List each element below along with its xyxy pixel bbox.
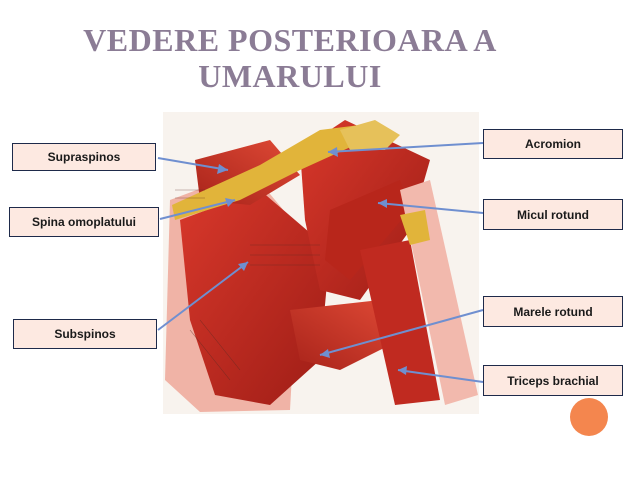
- title-line-1: VEDERE POSTERIOARA A: [83, 22, 497, 58]
- label-subspinos: Subspinos: [13, 319, 157, 349]
- label-text: Supraspinos: [47, 150, 121, 164]
- label-acromion: Acromion: [483, 129, 623, 159]
- acromion-bone: [340, 120, 400, 150]
- label-marele-rotund: Marele rotund: [483, 296, 623, 327]
- pointer-arrowheads: [217, 147, 407, 375]
- illustration-hatching: [175, 189, 320, 381]
- triceps-muscle: [360, 240, 440, 405]
- marele-rotund-muscle: [290, 300, 400, 370]
- tendon: [400, 210, 430, 245]
- label-text: Triceps brachial: [507, 373, 599, 388]
- title-line-2: UMARULUI: [198, 58, 382, 94]
- slide-title: VEDERE POSTERIOARA A UMARULUI: [30, 22, 550, 94]
- label-text: Spina omoplatului: [32, 215, 136, 229]
- label-text: Acromion: [524, 137, 581, 151]
- label-text: Subspinos: [54, 327, 116, 341]
- label-triceps-brachial: Triceps brachial: [483, 365, 623, 396]
- label-supraspinos: Supraspinos: [12, 143, 156, 171]
- subspinos-muscle: [180, 190, 330, 405]
- label-text: Marele rotund: [513, 304, 593, 319]
- label-text: Micul rotund: [517, 207, 589, 222]
- label-micul-rotund: Micul rotund: [483, 199, 623, 230]
- label-spina-omoplatului: Spina omoplatului: [9, 207, 159, 237]
- scapular-spine: [172, 125, 360, 220]
- decorative-circle: [570, 398, 608, 436]
- pointer-lines: [157, 142, 484, 383]
